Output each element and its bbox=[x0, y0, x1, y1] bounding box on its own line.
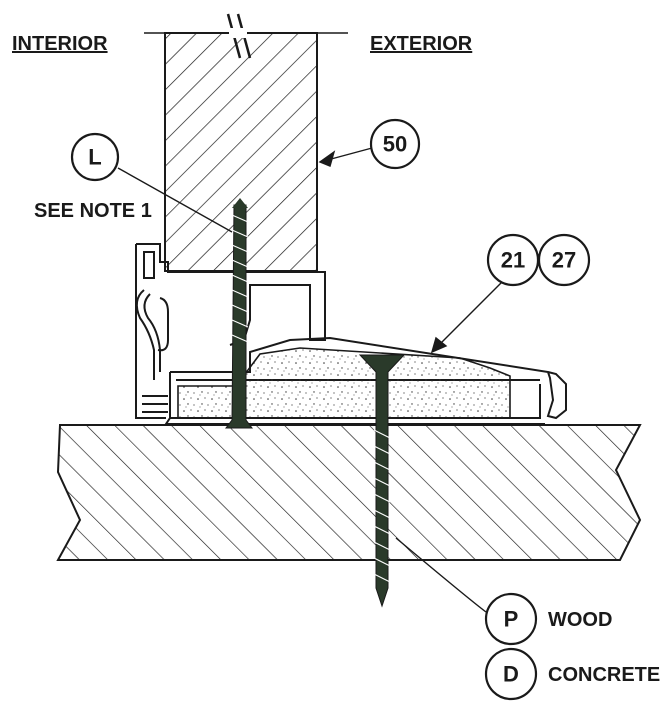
concrete-label: CONCRETE bbox=[548, 664, 660, 686]
callout-l: L bbox=[70, 132, 120, 182]
leader-lines bbox=[117, 147, 503, 613]
callout-d: D bbox=[484, 647, 538, 701]
callout-p: P bbox=[484, 592, 538, 646]
interior-label: INTERIOR bbox=[12, 33, 108, 55]
callout-l-text: L bbox=[88, 145, 101, 170]
foam-core bbox=[177, 347, 511, 419]
exterior-label: EXTERIOR bbox=[370, 33, 473, 55]
callout-27-text: 27 bbox=[552, 248, 576, 273]
see-note-label: SEE NOTE 1 bbox=[34, 200, 152, 222]
screw-l bbox=[225, 198, 253, 429]
wood-label: WOOD bbox=[548, 609, 612, 631]
callout-50-text: 50 bbox=[383, 132, 407, 157]
callout-21: 21 bbox=[486, 233, 540, 287]
callout-50: 50 bbox=[369, 118, 421, 170]
subfloor bbox=[56, 424, 642, 561]
callout-p-text: P bbox=[504, 607, 519, 632]
callout-21-text: 21 bbox=[501, 248, 525, 273]
screw-p-d bbox=[358, 354, 406, 608]
callout-27: 27 bbox=[537, 233, 591, 287]
callout-d-text: D bbox=[503, 662, 519, 687]
